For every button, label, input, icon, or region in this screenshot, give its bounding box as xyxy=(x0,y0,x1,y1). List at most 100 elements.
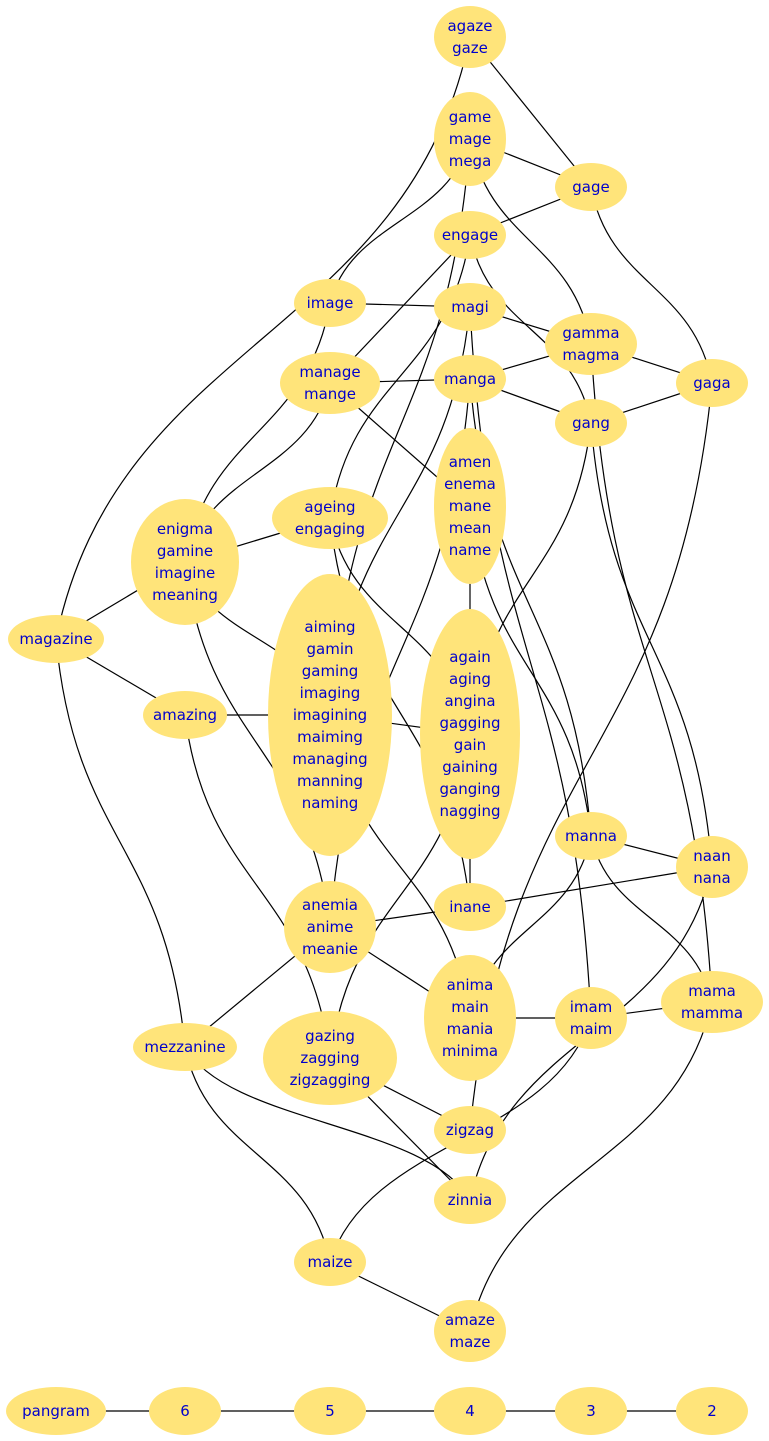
node-label: inane xyxy=(449,898,491,916)
node-aiming[interactable]: aiminggamingamingimagingimaginingmaiming… xyxy=(268,574,392,856)
node-label: gang xyxy=(572,414,610,432)
node-label: again xyxy=(449,648,491,666)
node-label: imagine xyxy=(155,564,215,582)
node-label: gaze xyxy=(452,39,488,57)
node-label: amen xyxy=(449,453,492,471)
node-ellipse xyxy=(676,359,748,407)
edge-amazing-gazing xyxy=(184,714,331,1059)
node-ellipse xyxy=(676,836,748,898)
node-ellipse xyxy=(149,1387,221,1435)
node-manga[interactable]: manga xyxy=(434,355,506,403)
node-gage[interactable]: gage xyxy=(555,163,627,211)
node-r5[interactable]: 5 xyxy=(294,1387,366,1435)
node-ellipse xyxy=(434,283,506,331)
node-magi[interactable]: magi xyxy=(434,283,506,331)
node-ellipse xyxy=(555,987,627,1049)
node-label: enigma xyxy=(157,520,213,538)
node-engage[interactable]: engage xyxy=(434,211,506,259)
node-ellipse xyxy=(434,883,506,931)
node-ellipse xyxy=(434,1106,506,1154)
node-label: maiming xyxy=(297,728,363,746)
node-label: mange xyxy=(304,385,356,403)
node-gang[interactable]: gang xyxy=(555,399,627,447)
node-amazing[interactable]: amazing xyxy=(143,691,227,739)
edge-mezzanine-maize xyxy=(184,1046,331,1263)
node-label: manna xyxy=(565,827,617,845)
node-agaze[interactable]: agaze gaze xyxy=(434,6,506,68)
node-label: ageing xyxy=(304,498,355,516)
node-maize[interactable]: maize xyxy=(294,1238,366,1286)
node-zigzag[interactable]: zigzag xyxy=(434,1106,506,1154)
node-r4[interactable]: 4 xyxy=(434,1387,506,1435)
node-r6[interactable]: 6 xyxy=(149,1387,221,1435)
node-ellipse xyxy=(676,1387,748,1435)
node-ellipse xyxy=(133,1023,237,1071)
node-label: mega xyxy=(449,152,492,170)
node-mezzanine[interactable]: mezzanine xyxy=(133,1023,237,1071)
node-manna[interactable]: manna xyxy=(555,812,627,860)
node-label: anima xyxy=(447,976,494,994)
node-image[interactable]: image xyxy=(294,279,366,327)
node-label: agaze xyxy=(447,17,492,35)
node-label: zagging xyxy=(300,1049,359,1067)
node-label: zinnia xyxy=(448,1191,492,1209)
node-label: gage xyxy=(572,178,609,196)
node-label: game xyxy=(449,108,492,126)
node-imam[interactable]: imam maim xyxy=(555,987,627,1049)
node-label: aiming xyxy=(304,618,355,636)
edge-gage-gaga xyxy=(590,186,713,384)
node-r2[interactable]: 2 xyxy=(676,1387,748,1435)
node-label: imam xyxy=(570,998,613,1016)
node-label: angina xyxy=(444,692,495,710)
node-ellipse xyxy=(420,609,520,859)
node-ellipse xyxy=(434,92,506,186)
node-ellipse xyxy=(268,574,392,856)
node-label: maim xyxy=(570,1020,613,1038)
node-again[interactable]: againaginganginagagginggaingaininggangin… xyxy=(420,609,520,859)
node-ellipse xyxy=(143,691,227,739)
node-label: manga xyxy=(444,370,496,388)
edge-enigma-anemia xyxy=(184,561,331,928)
node-r3[interactable]: 3 xyxy=(555,1387,627,1435)
node-ellipse xyxy=(434,6,506,68)
node-ellipse xyxy=(6,1387,106,1435)
node-label: gamma xyxy=(562,324,619,342)
node-ellipse xyxy=(661,971,763,1033)
node-magazine[interactable]: magazine xyxy=(8,615,104,663)
edge-magazine-agaze xyxy=(55,36,471,640)
node-label: gamin xyxy=(307,640,354,658)
node-label: 5 xyxy=(325,1402,335,1420)
node-label: anemia xyxy=(302,896,358,914)
node-label: naming xyxy=(302,794,359,812)
node-label: 6 xyxy=(180,1402,190,1420)
node-pangram[interactable]: pangram xyxy=(6,1387,106,1435)
node-label: maize xyxy=(307,1253,352,1271)
node-label: nagging xyxy=(440,802,501,820)
node-zinnia[interactable]: zinnia xyxy=(434,1176,506,1224)
node-inane[interactable]: inane xyxy=(434,883,506,931)
node-ellipse xyxy=(434,1176,506,1224)
node-ellipse xyxy=(272,487,388,549)
node-label: mamma xyxy=(681,1004,743,1022)
edge-magazine-mezzanine xyxy=(55,638,186,1048)
node-label: mane xyxy=(449,497,492,515)
node-label: anime xyxy=(307,918,354,936)
node-label: 4 xyxy=(465,1402,475,1420)
node-label: gamine xyxy=(157,542,213,560)
node-gaga[interactable]: gaga xyxy=(676,359,748,407)
node-ellipse xyxy=(434,1300,506,1362)
node-label: naan xyxy=(693,847,730,865)
